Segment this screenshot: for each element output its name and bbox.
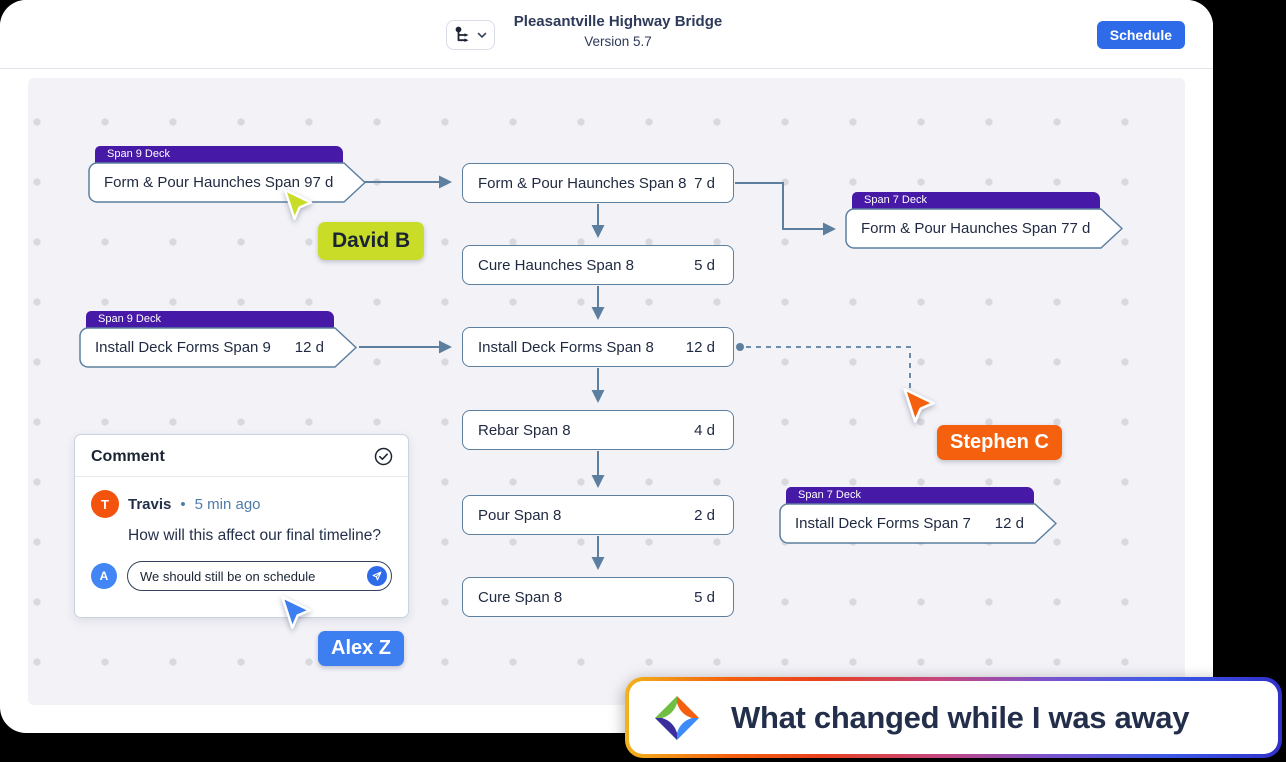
task-duration: 7 d — [694, 174, 715, 192]
node-shape — [88, 162, 366, 203]
task-label: Cure Haunches Span 8 — [478, 256, 634, 274]
span-tag: Span 9 Deck — [95, 146, 343, 163]
task-label: Install Deck Forms Span 9 — [95, 339, 271, 356]
cursor-label-david: David B — [318, 222, 425, 260]
comment-timestamp: 5 min ago — [194, 495, 261, 513]
flow-view-icon — [455, 26, 468, 42]
chevron-down-icon — [477, 32, 486, 38]
task-duration: 7 d — [312, 174, 334, 191]
task-node-pour-span8[interactable]: Pour Span 8 2 d — [462, 495, 734, 535]
task-label: Form & Pour Haunches Span 7 — [861, 220, 1070, 237]
avatar-alex: A — [91, 563, 117, 589]
app-logo-icon — [655, 695, 699, 740]
task-duration: 2 d — [694, 506, 715, 524]
task-node-cure-haunches-span8[interactable]: Cure Haunches Span 8 5 d — [462, 245, 734, 285]
task-duration: 12 d — [294, 339, 324, 356]
task-label: Install Deck Forms Span 7 — [795, 515, 971, 532]
task-duration: 12 d — [685, 338, 715, 356]
task-duration: 5 d — [694, 256, 715, 274]
project-title: Pleasantville Highway Bridge — [513, 13, 723, 30]
cursor-stephen-icon — [903, 387, 935, 423]
task-label: Cure Span 8 — [478, 588, 563, 606]
task-label: Form & Pour Haunches Span 9 — [104, 174, 313, 191]
task-label: Pour Span 8 — [478, 506, 562, 524]
cursor-alex-icon — [281, 595, 311, 629]
task-duration: 12 d — [994, 515, 1024, 532]
app-header: Pleasantville Highway Bridge Version 5.7… — [0, 0, 1213, 69]
task-duration: 5 d — [694, 588, 715, 606]
task-node-form-pour-haunches-span8[interactable]: Form & Pour Haunches Span 8 7 d — [462, 163, 734, 203]
task-label: Install Deck Forms Span 8 — [478, 338, 654, 356]
comment-reply-input[interactable] — [127, 561, 392, 591]
node-shape — [845, 208, 1123, 249]
task-label: Form & Pour Haunches Span 8 — [478, 174, 687, 192]
task-node-install-deck-forms-span9[interactable]: Span 9 Deck Install Deck Forms Span 9 12… — [79, 311, 357, 368]
task-node-cure-span8[interactable]: Cure Span 8 5 d — [462, 577, 734, 617]
project-version: Version 5.7 — [584, 34, 652, 49]
whats-changed-banner[interactable]: What changed while I was away — [625, 677, 1282, 758]
send-reply-button[interactable] — [367, 566, 387, 586]
cursor-david-icon — [283, 188, 313, 221]
cursor-label-stephen: Stephen C — [937, 425, 1062, 460]
task-duration: 7 d — [1069, 220, 1091, 237]
comment-popup: Comment T Travis • 5 min ago How will th… — [74, 434, 409, 618]
node-shape — [779, 503, 1057, 544]
cursor-label-alex: Alex Z — [318, 631, 405, 666]
task-node-form-pour-haunches-span9[interactable]: Span 9 Deck Form & Pour Haunches Span 9 … — [88, 146, 366, 203]
comment-author: Travis — [128, 495, 172, 513]
comment-title: Comment — [91, 447, 165, 465]
node-shape — [79, 327, 357, 368]
app-window: Pleasantville Highway Bridge Version 5.7… — [0, 0, 1213, 733]
comment-dot: • — [180, 495, 186, 513]
span-tag: Span 7 Deck — [786, 487, 1034, 504]
task-label: Rebar Span 8 — [478, 421, 571, 439]
send-icon — [372, 571, 382, 581]
task-node-rebar-span8[interactable]: Rebar Span 8 4 d — [462, 410, 734, 450]
task-duration: 4 d — [694, 421, 715, 439]
task-node-form-pour-haunches-span7[interactable]: Span 7 Deck Form & Pour Haunches Span 7 … — [845, 192, 1123, 249]
span-tag: Span 9 Deck — [86, 311, 334, 328]
schedule-button[interactable]: Schedule — [1096, 21, 1185, 49]
resolve-check-icon[interactable] — [374, 447, 393, 466]
view-mode-dropdown[interactable] — [446, 20, 495, 50]
span-tag: Span 7 Deck — [852, 192, 1100, 209]
banner-text: What changed while I was away — [731, 699, 1190, 735]
task-node-install-deck-forms-span7[interactable]: Span 7 Deck Install Deck Forms Span 7 12… — [779, 487, 1057, 544]
avatar-travis: T — [91, 490, 119, 518]
task-node-install-deck-forms-span8[interactable]: Install Deck Forms Span 8 12 d — [462, 327, 734, 367]
comment-message: How will this affect our final timeline? — [128, 527, 381, 544]
project-title-block: Pleasantville Highway Bridge Version 5.7 — [514, 13, 722, 49]
